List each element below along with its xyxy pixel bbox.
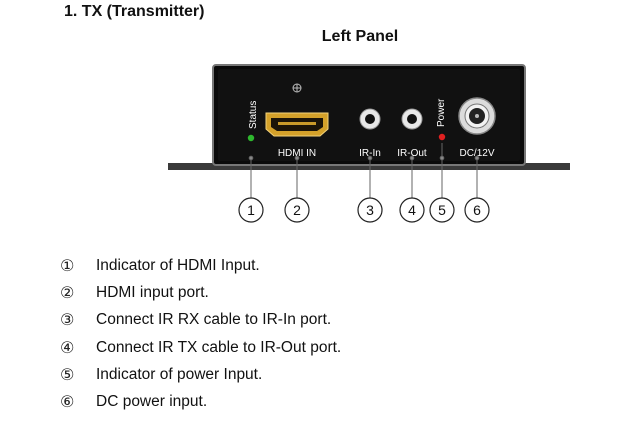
power-label: Power [436,98,447,127]
legend-text: Indicator of HDMI Input. [96,257,260,274]
legend-item: ⑥ DC power input. [60,388,341,415]
ir-out-label: IR-Out [397,148,427,159]
hdmi-label: HDMI IN [278,148,316,159]
callout-5 [429,197,455,223]
status-label: Status [248,101,259,129]
legend-item: ② HDMI input port. [60,279,341,306]
legend-item: ④ Connect IR TX cable to IR-Out port. [60,334,341,361]
legend-number: ④ [60,337,75,357]
callout-number: 5 [438,202,446,218]
legend-item: ① Indicator of HDMI Input. [60,252,341,279]
left-panel-figure: Status HDMI IN IR-In IR-Out Power DC/12V [168,64,570,223]
ir-in-label: IR-In [359,148,381,159]
legend-text: HDMI input port. [96,284,209,302]
dc-label: DC/12V [459,148,494,159]
callout-number: 2 [293,202,301,218]
callout-4 [399,197,425,223]
callout-2 [284,197,310,223]
legend-text: DC power input. [96,392,208,410]
legend-number: ② [60,283,75,303]
section-title: 1. TX (Transmitter) [64,3,205,20]
legend-text: Connect IR RX cable to IR-In port. [96,311,332,329]
legend-text: Indicator of power Input. [96,365,263,383]
callout-3 [357,197,383,223]
callout-number: 4 [408,202,416,218]
callout-6 [464,197,490,223]
legend-item: ⑤ Indicator of power Input. [60,361,341,388]
legend-number: ⑥ [60,391,75,411]
mounting-base [168,163,570,170]
status-led [247,134,255,142]
callout-number: 1 [247,202,255,218]
callout-number: 6 [473,202,481,218]
legend-item: ③ Connect IR RX cable to IR-In port. [60,306,341,333]
legend-number: ③ [60,310,75,330]
callout-1 [238,197,264,223]
panel-title: Left Panel [321,28,399,45]
legend-number: ⑤ [60,364,75,384]
legend-text: Connect IR TX cable to IR-Out port. [96,338,342,356]
power-led [438,133,446,141]
port-legend-list: ① Indicator of HDMI Input. ② HDMI input po… [60,252,341,415]
legend-number: ① [60,256,75,275]
callout-number: 3 [366,202,374,218]
